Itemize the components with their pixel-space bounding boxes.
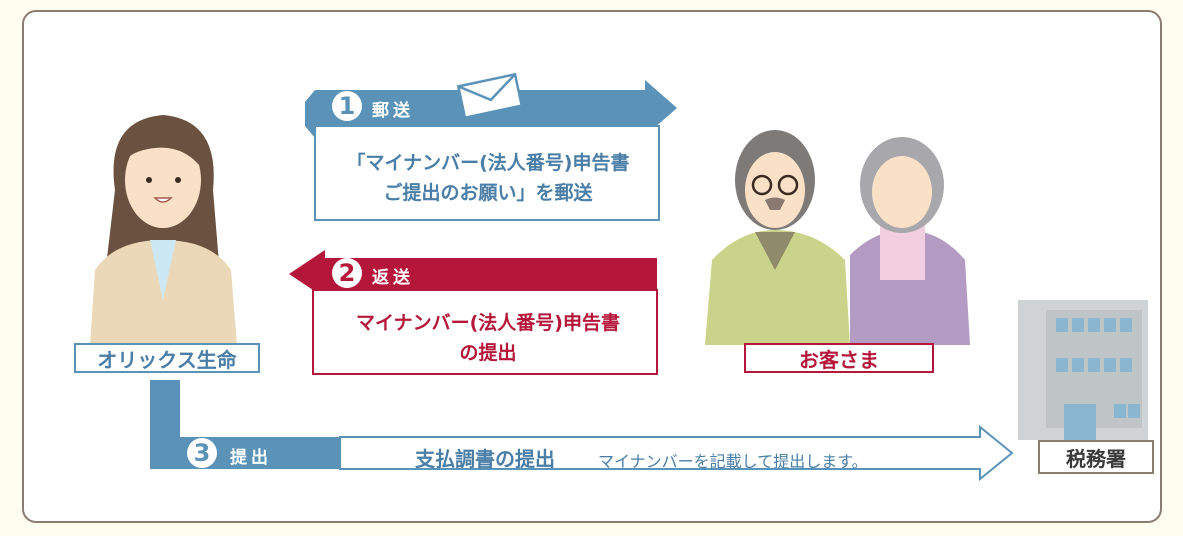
envelope-icon <box>456 72 524 120</box>
step3-arrow-outline <box>339 424 1014 482</box>
step1-message-line1: 「マイナンバー(法人番号)申告書 <box>346 152 630 174</box>
step3-number: 3 <box>187 438 217 468</box>
step2-number: 2 <box>332 258 362 288</box>
step3-label: 提出 <box>230 448 272 468</box>
step2-message-line2: の提出 <box>459 342 517 364</box>
customers-illustration <box>705 130 970 345</box>
tax-office-building-icon <box>1018 300 1148 440</box>
step1-text-box <box>314 125 660 221</box>
step2-label: 返送 <box>372 268 414 288</box>
step3-arrow <box>150 380 1014 482</box>
step2-message-line1: マイナンバー(法人番号)申告書 <box>356 312 620 334</box>
step3-sub-text: マイナンバーを記載して提出します。 <box>598 452 868 471</box>
company-label: オリックス生命 <box>74 343 260 373</box>
step1-message-line2: ご提出のお願い」を郵送 <box>383 182 593 204</box>
step2-text-box <box>312 289 658 375</box>
step2-message: マイナンバー(法人番号)申告書 の提出 <box>318 308 658 368</box>
step1-number: 1 <box>332 91 362 121</box>
step2-arrow <box>289 250 658 375</box>
step1-message: 「マイナンバー(法人番号)申告書 ご提出のお願い」を郵送 <box>318 148 658 208</box>
company-staff-illustration <box>90 115 237 345</box>
tax-office-label: 税務署 <box>1038 440 1154 474</box>
customer-label: お客さま <box>744 343 934 373</box>
step3-main-text: 支払調書の提出 <box>415 447 555 471</box>
step1-label: 郵送 <box>372 101 414 121</box>
step2-arrow-shape <box>289 250 657 298</box>
